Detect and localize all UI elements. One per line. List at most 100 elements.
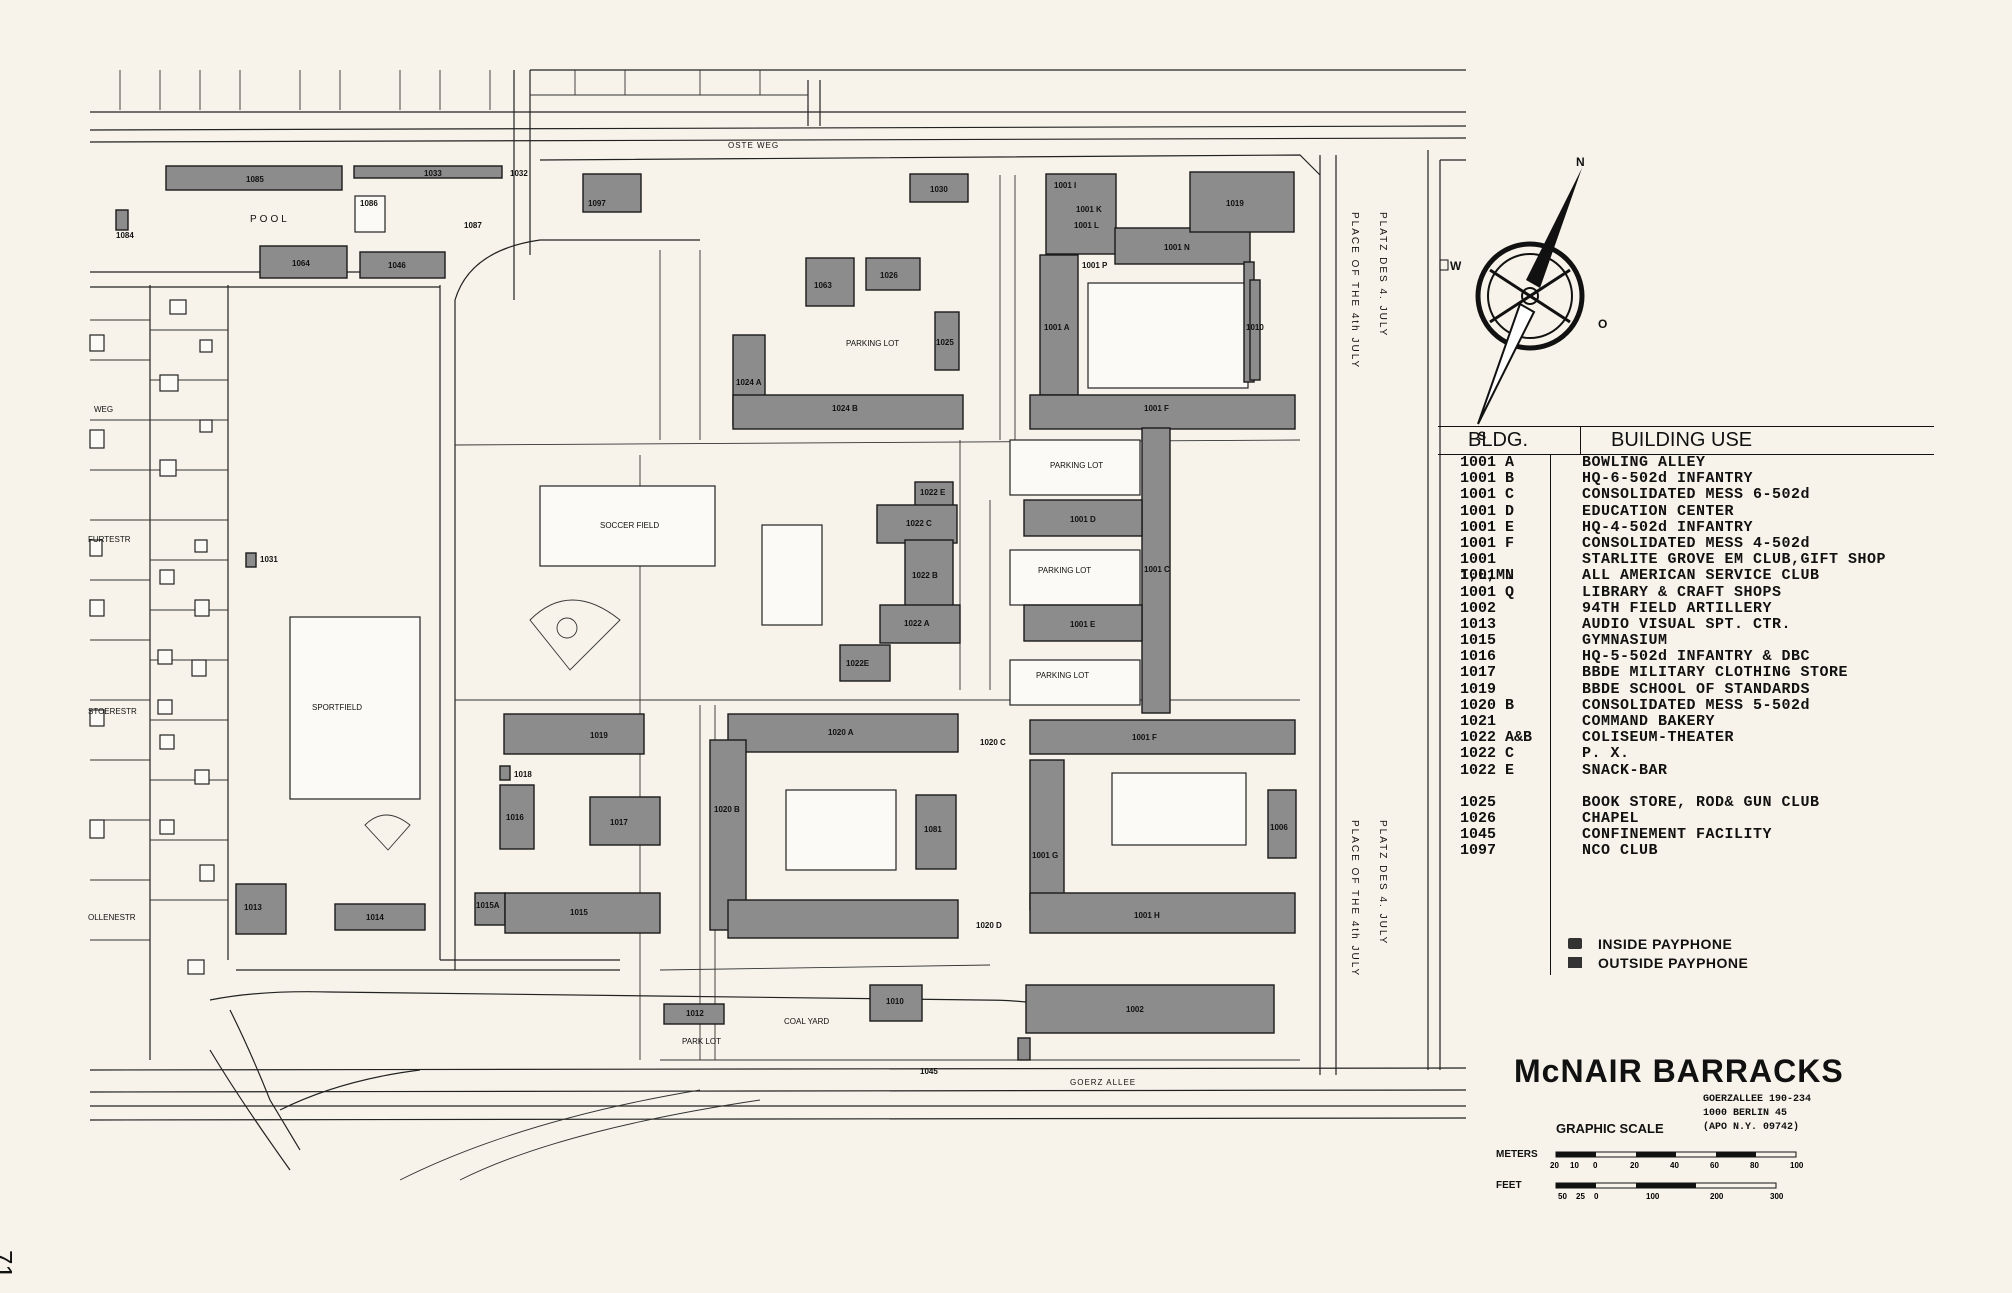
building-1001-h: [1029, 892, 1296, 934]
svg-text:1081: 1081: [924, 825, 942, 834]
svg-text:1026: 1026: [880, 271, 898, 280]
svg-text:1001 F: 1001 F: [1144, 404, 1169, 413]
building-1046: [359, 251, 446, 279]
svg-text:1001 K: 1001 K: [1076, 205, 1102, 214]
pitchers-mound: [556, 617, 578, 639]
building-1063: [805, 257, 855, 307]
building-1022e: [839, 644, 891, 682]
svg-text:1064: 1064: [292, 259, 310, 268]
svg-text:1010: 1010: [886, 997, 904, 1006]
svg-text:1024 A: 1024 A: [736, 378, 762, 387]
svg-text:1020 A: 1020 A: [828, 728, 854, 737]
street-oste-weg: OSTE WEG: [728, 141, 779, 150]
address-line: GOERZALLEE 190-234: [1703, 1094, 1812, 1105]
area-parking-lot-3: PARKING LOT: [1038, 566, 1091, 575]
area-sportfield: SPORTFIELD: [312, 703, 362, 712]
street-furtestr: FURTESTR: [88, 535, 131, 544]
scale-meters-label: METERS: [1496, 1149, 1538, 1160]
svg-text:1001 P: 1001 P: [1082, 261, 1108, 270]
map-address: GOERZALLEE 190-234 1000 BERLIN 45 (APO N…: [1703, 1093, 1811, 1135]
street-platz-en-bottom: PLACE OF THE 4th JULY: [1349, 820, 1360, 977]
inside-payphone-row: INSIDE PAYPHONE: [1568, 934, 1748, 953]
building-1015: [504, 892, 661, 934]
building-1015a: [474, 892, 506, 926]
svg-text:1022 A: 1022 A: [904, 619, 930, 628]
building-1031: [245, 552, 257, 568]
building-1020-d: [727, 899, 959, 939]
outside-payphone-label: OUTSIDE PAYPHONE: [1598, 954, 1749, 971]
building-1018: [499, 765, 511, 781]
svg-text:50: 50: [1558, 1192, 1567, 1201]
page-number: 71: [0, 1250, 18, 1279]
building-1014: [334, 903, 426, 931]
svg-text:1015: 1015: [570, 908, 588, 917]
legend-row: 1001 I,L,M.STARLITE GROVE EM CLUB,GIFT S…: [1460, 551, 1887, 585]
svg-text:1046: 1046: [388, 261, 406, 270]
svg-text:200: 200: [1710, 1192, 1724, 1201]
svg-text:1018: 1018: [514, 770, 532, 779]
inner-courtyard: [785, 789, 897, 871]
building-1001-a: [1039, 254, 1079, 396]
street-ollenestr: OLLENESTR: [88, 913, 136, 922]
compass-rose: [1439, 168, 1585, 425]
street-platz-en-top: PLACE OF THE 4th JULY: [1349, 212, 1360, 369]
building-1010-lower: [869, 984, 923, 1022]
svg-text:25: 25: [1576, 1192, 1585, 1201]
legend-col-bldg: BLDG.: [1438, 427, 1581, 454]
svg-text:1001 E: 1001 E: [1070, 620, 1096, 629]
svg-text:20: 20: [1630, 1161, 1639, 1170]
svg-text:1006: 1006: [1270, 823, 1288, 832]
area-parking-lot-2: PARKING LOT: [1050, 461, 1103, 470]
building-1001-n: [1114, 227, 1251, 265]
svg-text:1017: 1017: [610, 818, 628, 827]
svg-text:1012: 1012: [686, 1009, 704, 1018]
parking-area-1: [1009, 439, 1141, 496]
svg-text:1001 D: 1001 D: [1070, 515, 1096, 524]
graphic-scale-title: GRAPHIC SCALE: [1556, 1121, 1664, 1136]
svg-text:1022 B: 1022 B: [912, 571, 938, 580]
scale-ticks: 20 10 0 20 40 60 80 100 50 25 0 100 200 …: [1550, 1161, 1804, 1201]
building-1022-a: [879, 604, 961, 644]
building-1024-b: [732, 394, 964, 430]
soccer-field: [539, 485, 716, 567]
parking-area-2: [1009, 549, 1141, 606]
svg-text:40: 40: [1670, 1161, 1679, 1170]
svg-text:60: 60: [1710, 1161, 1719, 1170]
building-labels: 1085 1033 1084 1032 1086 1087 1064 1046 …: [116, 169, 1288, 1076]
svg-text:1010: 1010: [1246, 323, 1264, 332]
svg-text:1084: 1084: [116, 231, 134, 240]
inside-payphone-label: INSIDE PAYPHONE: [1598, 935, 1733, 952]
graphic-scale-bars: [1555, 1151, 1797, 1189]
payphone-legend: INSIDE PAYPHONE OUTSIDE PAYPHONE: [1568, 934, 1748, 972]
svg-text:1001 N: 1001 N: [1164, 243, 1190, 252]
building-1017: [589, 796, 661, 846]
svg-text:0: 0: [1593, 1161, 1598, 1170]
building-1001-f2: [1029, 719, 1296, 755]
north-courtyard: [1087, 282, 1249, 389]
building-1022-b: [904, 539, 954, 611]
svg-text:1001 L: 1001 L: [1074, 221, 1099, 230]
svg-text:1001 F: 1001 F: [1132, 733, 1157, 742]
svg-text:1002: 1002: [1126, 1005, 1144, 1014]
svg-text:1020 B: 1020 B: [714, 805, 740, 814]
building-1064: [259, 245, 348, 279]
legend-col-use: BUILDING USE: [1611, 429, 1753, 451]
svg-text:1016: 1016: [506, 813, 524, 822]
compass-o: O: [1598, 317, 1607, 331]
